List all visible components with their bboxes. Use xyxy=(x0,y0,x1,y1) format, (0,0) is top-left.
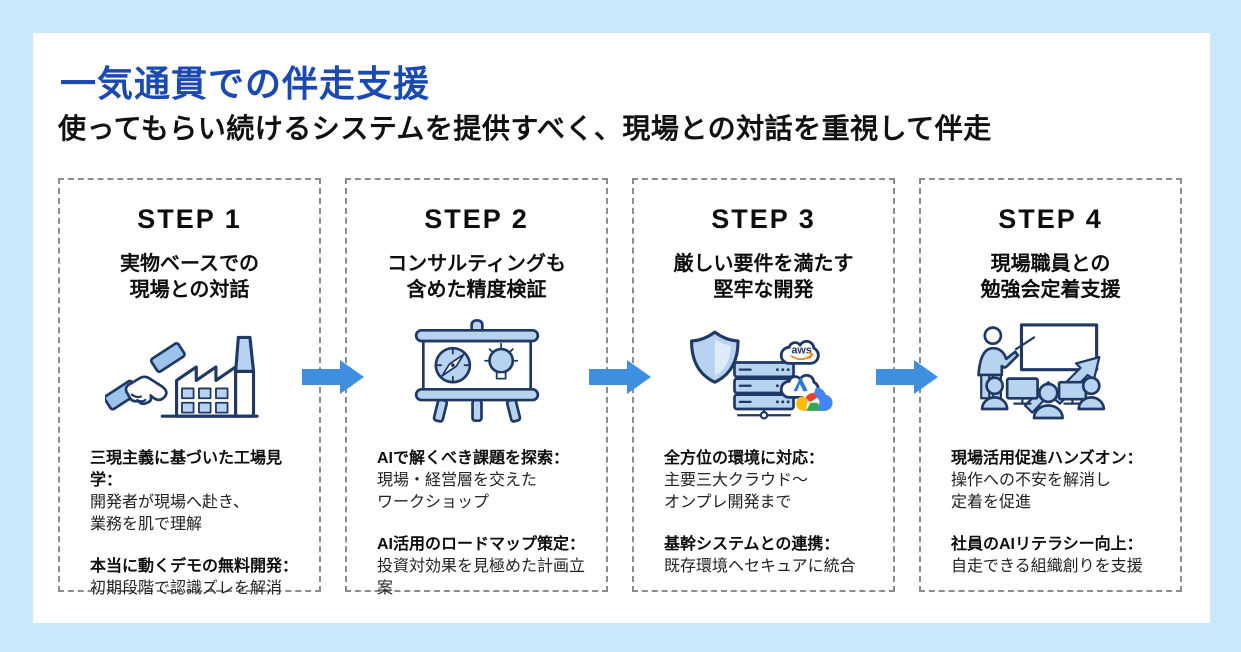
bullet-body: 主要三大クラウド～ オンプレ開発まで xyxy=(664,472,809,511)
shield-server-clouds-icon: aws xyxy=(689,330,833,420)
aws-label: aws xyxy=(791,345,811,357)
step-3-title: 厳しい要件を満たす 堅牢な開発 xyxy=(673,253,854,301)
step-3-bullets: 全方位の環境に対応： 主要三大クラウド～ オンプレ開発まで 基幹システムとの連携… xyxy=(664,448,881,598)
bullet-body: 既存環境へセキュアに統合 xyxy=(664,558,856,575)
bullet-heading: 基幹システムとの連携： xyxy=(664,536,840,553)
bullet-group: AIで解くべき課題を探索： 現場・経営層を交えた ワークショップ xyxy=(377,448,594,514)
step-2-title: コンサルティングも 含めた精度検証 xyxy=(387,253,566,301)
azure-logo xyxy=(793,376,808,392)
step-4-bullets: 現場活用促進ハンズオン： 操作への不安を解消し 定着を促進 社員のAIリテラシー… xyxy=(951,448,1168,598)
slide-panel: 一気通貫での伴走支援 使ってもらい続けるシステムを提供すべく、現場との対話を重視… xyxy=(33,33,1210,623)
step-3-label: STEP 3 xyxy=(711,204,816,234)
bullet-heading: 本当に動くデモの無料開発： xyxy=(90,558,299,575)
bullet-group: AI活用のロードマップ策定： 投資対効果を見極めた計画立案 xyxy=(377,534,594,600)
step-1-bullets: 三現主義に基づいた工場見学： 開発者が現場へ赴き、 業務を肌で理解 本当に動くデ… xyxy=(90,448,307,620)
page-title: 一気通貫での伴走支援 xyxy=(60,63,431,104)
bullet-group: 本当に動くデモの無料開発： 初期段階で認識ズレを解消 xyxy=(90,556,307,600)
steps-container: STEP 1 実物ベースでの 現場との対話 xyxy=(58,178,1185,597)
bullet-body: 自走できる組織創りを支援 xyxy=(951,558,1143,575)
step-2-bullets: AIで解くべき課題を探索： 現場・経営層を交えた ワークショップ AI活用のロー… xyxy=(377,448,594,620)
bullet-body: 初期段階で認識ズレを解消 xyxy=(90,580,283,597)
step-2-box: STEP 2 コンサルティングも 含めた精度検証 xyxy=(345,178,608,597)
google-cloud-icon xyxy=(795,387,833,411)
step-4-title: 現場職員との 勉強会定着支援 xyxy=(980,253,1121,301)
training-session-growth-icon xyxy=(976,323,1105,420)
bullet-group: 現場活用促進ハンズオン： 操作への不安を解消し 定着を促進 xyxy=(951,448,1168,514)
handshake-factory-icon xyxy=(104,335,259,418)
bullet-body: 開発者が現場へ赴き、 業務を肌で理解 xyxy=(90,494,249,533)
bullet-group: 三現主義に基づいた工場見学： 開発者が現場へ赴き、 業務を肌で理解 xyxy=(90,448,307,536)
bullet-heading: 現場活用促進ハンズオン： xyxy=(951,450,1143,467)
page-subtitle: 使ってもらい続けるシステムを提供すべく、現場との対話を重視して伴走 xyxy=(58,113,992,144)
step-4-label: STEP 4 xyxy=(998,204,1103,234)
step-2-label: STEP 2 xyxy=(424,204,529,234)
bullet-heading: AI活用のロードマップ策定： xyxy=(377,536,586,553)
right-arrow-icon xyxy=(589,360,651,394)
bullet-body: 操作への不安を解消し 定着を促進 xyxy=(951,472,1112,511)
step-1-title: 実物ベースでの 現場との対話 xyxy=(120,253,259,301)
right-arrow-icon xyxy=(302,360,364,394)
bullet-heading: 三現主義に基づいた工場見学： xyxy=(90,450,283,489)
bullet-heading: 全方位の環境に対応： xyxy=(664,450,825,467)
bullet-group: 全方位の環境に対応： 主要三大クラウド～ オンプレ開発まで xyxy=(664,448,881,514)
bullet-body: 現場・経営層を交えた ワークショップ xyxy=(377,472,538,511)
step-4-box: STEP 4 現場職員との 勉強会定着支援 xyxy=(919,178,1182,592)
step-1-box: STEP 1 実物ベースでの 現場との対話 xyxy=(58,178,321,597)
bullet-heading: 社員のAIリテラシー向上： xyxy=(951,536,1143,553)
bullet-group: 基幹システムとの連携： 既存環境へセキュアに統合 xyxy=(664,534,881,578)
step-1-label: STEP 1 xyxy=(137,204,242,234)
bullet-heading: AIで解くべき課題を探索： xyxy=(377,450,570,467)
presentation-easel-compass-lightbulb-icon xyxy=(414,319,539,423)
right-arrow-icon xyxy=(876,360,938,394)
step-3-box: STEP 3 厳しい要件を満たす 堅牢な開発 xyxy=(632,178,895,592)
bullet-body: 投資対効果を見極めた計画立案 xyxy=(377,558,586,597)
bullet-group: 社員のAIリテラシー向上： 自走できる組織創りを支援 xyxy=(951,534,1168,578)
